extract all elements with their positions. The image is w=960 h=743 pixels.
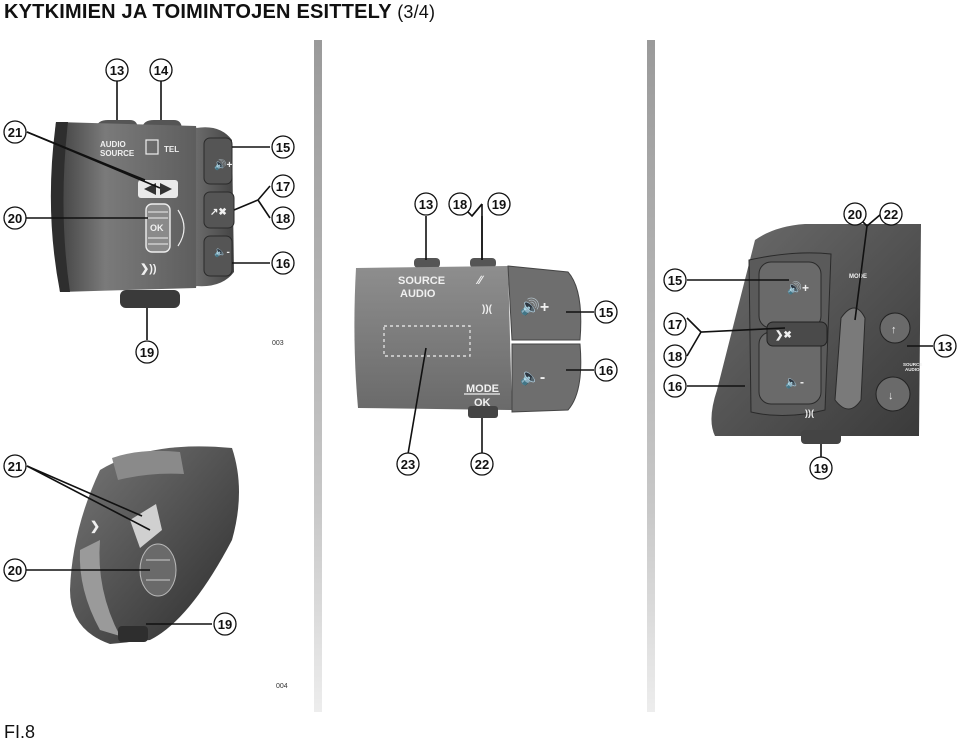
callout-13: 13 — [414, 192, 438, 216]
callout-16: 16 — [594, 358, 618, 382]
figure-steering-stalk-side: ❯ 21 20 19 — [3, 446, 239, 644]
svg-text:❯)): ❯)) — [140, 263, 157, 275]
ok-label: OK — [474, 397, 491, 409]
svg-text:20: 20 — [8, 563, 22, 578]
svg-text:🔊+: 🔊+ — [214, 158, 232, 171]
callout-19: 19 — [809, 456, 833, 480]
audio-label: AUDIO — [905, 367, 920, 372]
svg-text:🔊+: 🔊+ — [520, 297, 549, 316]
audio-source-label-2: SOURCE — [100, 149, 135, 158]
callout-23: 23 — [396, 452, 420, 476]
audio-source-label-1: AUDIO — [100, 140, 126, 149]
svg-text:19: 19 — [492, 197, 506, 212]
callout-16: 16 — [663, 374, 687, 398]
callout-19: 19 — [135, 340, 159, 364]
callout-19: 19 — [487, 192, 511, 216]
svg-text:↗✖: ↗✖ — [210, 207, 227, 218]
callout-21: 21 — [3, 120, 27, 144]
svg-text:21: 21 — [8, 125, 22, 140]
svg-text:16: 16 — [276, 256, 290, 271]
page-title: KYTKIMIEN JA TOIMINTOJEN ESITTELY (3/4) — [4, 1, 436, 23]
callout-13: 13 — [933, 334, 957, 358]
svg-text:↑: ↑ — [891, 324, 897, 336]
svg-text:))(: ))( — [482, 304, 493, 315]
svg-text:23: 23 — [401, 457, 415, 472]
callout-15: 15 — [271, 135, 295, 159]
mode-label: MODE — [466, 383, 499, 395]
svg-text:22: 22 — [475, 457, 489, 472]
svg-text:17: 17 — [668, 317, 682, 332]
svg-text:13: 13 — [110, 63, 124, 78]
svg-text:🔈-: 🔈- — [785, 375, 804, 389]
svg-text:16: 16 — [668, 379, 682, 394]
column-divider-right — [647, 40, 655, 712]
svg-text:13: 13 — [938, 339, 952, 354]
callout-18: 18 — [271, 206, 295, 230]
callout-22: 22 — [470, 452, 494, 476]
svg-text:❯: ❯ — [90, 519, 100, 534]
svg-text:∕∕: ∕∕ — [475, 273, 485, 287]
source-label: SOURCE — [398, 275, 445, 287]
svg-text:20: 20 — [8, 211, 22, 226]
svg-text:16: 16 — [599, 363, 613, 378]
svg-text:🔈-: 🔈- — [520, 369, 545, 386]
svg-text:↓: ↓ — [888, 390, 894, 402]
svg-text:))(: ))( — [805, 408, 814, 418]
callout-17: 17 — [663, 312, 687, 336]
svg-text:🔈-: 🔈- — [214, 247, 230, 258]
svg-text:15: 15 — [276, 140, 290, 155]
figure-steering-stalk-front: 🔊+ ↗✖ 🔈- AUDIO SOURCE TEL OK ❯)) 13 14 2… — [3, 58, 295, 364]
callout-18: 18 — [663, 344, 687, 368]
callout-15: 15 — [594, 300, 618, 324]
callout-20: 20 — [3, 558, 27, 582]
callout-16: 16 — [271, 251, 295, 275]
callout-15: 15 — [663, 268, 687, 292]
callout-18: 18 — [448, 192, 472, 216]
svg-text:20: 20 — [848, 207, 862, 222]
svg-text:14: 14 — [154, 63, 169, 78]
callout-20: 20 — [843, 202, 867, 226]
column-divider-left — [314, 40, 322, 712]
svg-text:19: 19 — [140, 345, 154, 360]
svg-text:17: 17 — [276, 179, 290, 194]
figure-code-003: 003 — [272, 340, 284, 347]
svg-text:22: 22 — [884, 207, 898, 222]
callout-19: 19 — [213, 612, 237, 636]
svg-text:18: 18 — [276, 211, 290, 226]
audio-label: AUDIO — [400, 288, 436, 300]
callout-14: 14 — [149, 58, 173, 82]
svg-text:❯✖: ❯✖ — [775, 330, 792, 341]
svg-text:🔊+: 🔊+ — [787, 280, 809, 295]
tel-label: TEL — [164, 145, 179, 154]
callout-20: 20 — [3, 206, 27, 230]
callout-21: 21 — [3, 454, 27, 478]
figure-code-004: 004 — [276, 683, 288, 690]
svg-text:15: 15 — [599, 305, 613, 320]
callout-22: 22 — [879, 202, 903, 226]
figure-satellite-control: SOURCE AUDIO ∕∕ ))( MODE OK 🔊+ 🔈- 13 18 … — [354, 192, 618, 476]
svg-text:21: 21 — [8, 459, 22, 474]
source-label: SOURCE — [903, 362, 922, 367]
svg-text:13: 13 — [419, 197, 433, 212]
callout-13: 13 — [105, 58, 129, 82]
ok-label: OK — [150, 223, 164, 233]
svg-text:19: 19 — [814, 461, 828, 476]
callout-17: 17 — [271, 174, 295, 198]
page-number: FI.8 — [4, 722, 36, 742]
svg-text:19: 19 — [218, 617, 232, 632]
svg-text:18: 18 — [453, 197, 467, 212]
mode-label: MODE — [849, 274, 867, 280]
svg-text:15: 15 — [668, 273, 682, 288]
svg-text:18: 18 — [668, 349, 682, 364]
figure-satellite-control-alt: 🔊+ ❯✖ 🔈- ↑ ↓ ))( MODE SOURCE AUDIO 20 22… — [663, 202, 957, 480]
